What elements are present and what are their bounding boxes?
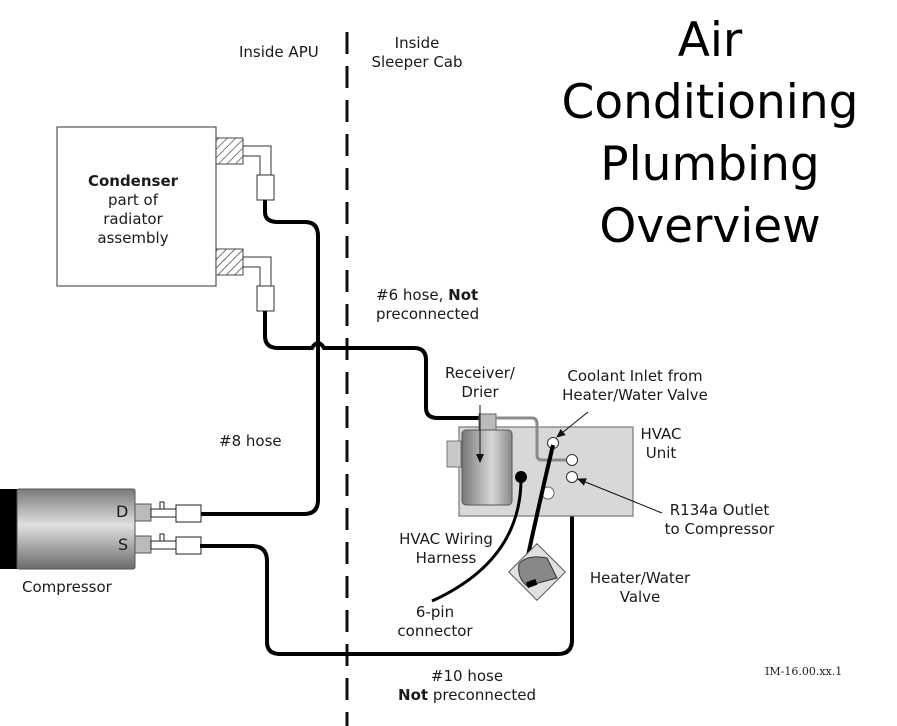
drier-to-hvac-line — [496, 416, 572, 462]
hose-10-line-1: #10 hose — [430, 667, 504, 685]
title-line-4: Overview — [599, 199, 821, 254]
condenser — [56, 126, 275, 312]
receiver-line-1: Receiver/ — [445, 364, 515, 382]
valve-line-1: Heater/Water — [589, 569, 691, 587]
wiring-harness-label: HVAC Wiring Harness — [394, 530, 498, 568]
coolant-line-1: Coolant Inlet from — [567, 367, 703, 385]
zone-label-sleeper-line-2: Sleeper Cab — [371, 53, 463, 71]
hvac-line-1: HVAC — [640, 425, 682, 443]
hose-10 — [200, 478, 574, 656]
title-line-2: Conditioning — [561, 75, 859, 130]
r134a-outlet-port — [566, 471, 578, 483]
connector-label: 6-pin connector — [393, 603, 477, 641]
coolant-pointer — [556, 411, 589, 438]
hvac-side-tab — [446, 440, 462, 468]
compressor-port-d: D — [116, 502, 129, 521]
harness-line-1: HVAC Wiring — [399, 530, 493, 548]
zone-label-sleeper-cab: Inside Sleeper Cab — [367, 34, 467, 72]
hose-10-suffix: preconnected — [428, 686, 536, 704]
r134a-line-2: to Compressor — [664, 520, 775, 538]
hose-8 — [200, 200, 320, 516]
heater-valve-label: Heater/Water Valve — [583, 569, 697, 607]
hvac-unit-label: HVAC Unit — [636, 425, 686, 463]
coolant-hose — [525, 444, 555, 561]
hose-8-label: #8 hose — [219, 432, 282, 450]
compressor-port-s: S — [118, 535, 129, 554]
title-line-1: Air — [677, 13, 743, 68]
hose-6-bold: Not — [448, 286, 479, 304]
receiver-drier-label: Receiver/ Drier — [440, 364, 520, 402]
hose-10-label: #10 hose Not preconnected — [392, 667, 542, 705]
port-d-fitting — [134, 503, 152, 522]
connector-line-1: 6-pin — [415, 603, 455, 621]
hose-10-bold: Not — [398, 686, 429, 704]
hose-6-label: #6 hose, Not preconnected — [376, 286, 479, 324]
title-line-3: Plumbing — [600, 137, 820, 192]
compressor — [0, 488, 202, 570]
compressor-label: Compressor — [22, 578, 112, 596]
hose-6-suffix: preconnected — [376, 305, 480, 323]
condenser-upper-fitting — [215, 137, 244, 165]
condenser-lower-fitting — [215, 248, 244, 276]
heater-water-valve — [508, 543, 566, 601]
figure-code: IM-16.00.xx.1 — [765, 665, 843, 678]
zone-label-apu: Inside APU — [239, 43, 319, 61]
condenser-desc-1: part of — [108, 191, 158, 209]
receiver-drier-cap — [478, 413, 497, 431]
hose-6 — [263, 311, 480, 420]
connector-line-2: connector — [397, 622, 473, 640]
valve-line-2: Valve — [619, 588, 661, 606]
port-s-fitting — [134, 535, 152, 554]
receiver-line-2: Drier — [461, 383, 499, 401]
condenser-label: Condenser part of radiator assembly — [57, 172, 209, 248]
receiver-drier — [461, 429, 513, 506]
r134a-outlet-label: R134a Outlet to Compressor — [657, 501, 782, 539]
page-title: Air Conditioning Plumbing Overview — [540, 10, 880, 258]
upper-hose-coupler — [256, 174, 275, 201]
harness-line-2: Harness — [415, 549, 477, 567]
condenser-desc-2: radiator — [103, 210, 163, 228]
r134a-pointer — [577, 478, 663, 514]
coolant-line-2: Heater/Water Valve — [562, 386, 708, 404]
coolant-inlet-label: Coolant Inlet from Heater/Water Valve — [555, 367, 715, 405]
zone-label-sleeper-line-1: Inside — [394, 34, 440, 52]
wiring-harness — [431, 476, 523, 603]
hvac-center-port — [566, 454, 578, 466]
condenser-name: Condenser — [87, 172, 179, 190]
hvac-line-2: Unit — [645, 444, 677, 462]
condenser-desc-3: assembly — [97, 229, 169, 247]
lower-hose-coupler — [256, 285, 275, 312]
hose-6-prefix: #6 hose, — [376, 286, 449, 304]
r134a-line-1: R134a Outlet — [669, 501, 770, 519]
